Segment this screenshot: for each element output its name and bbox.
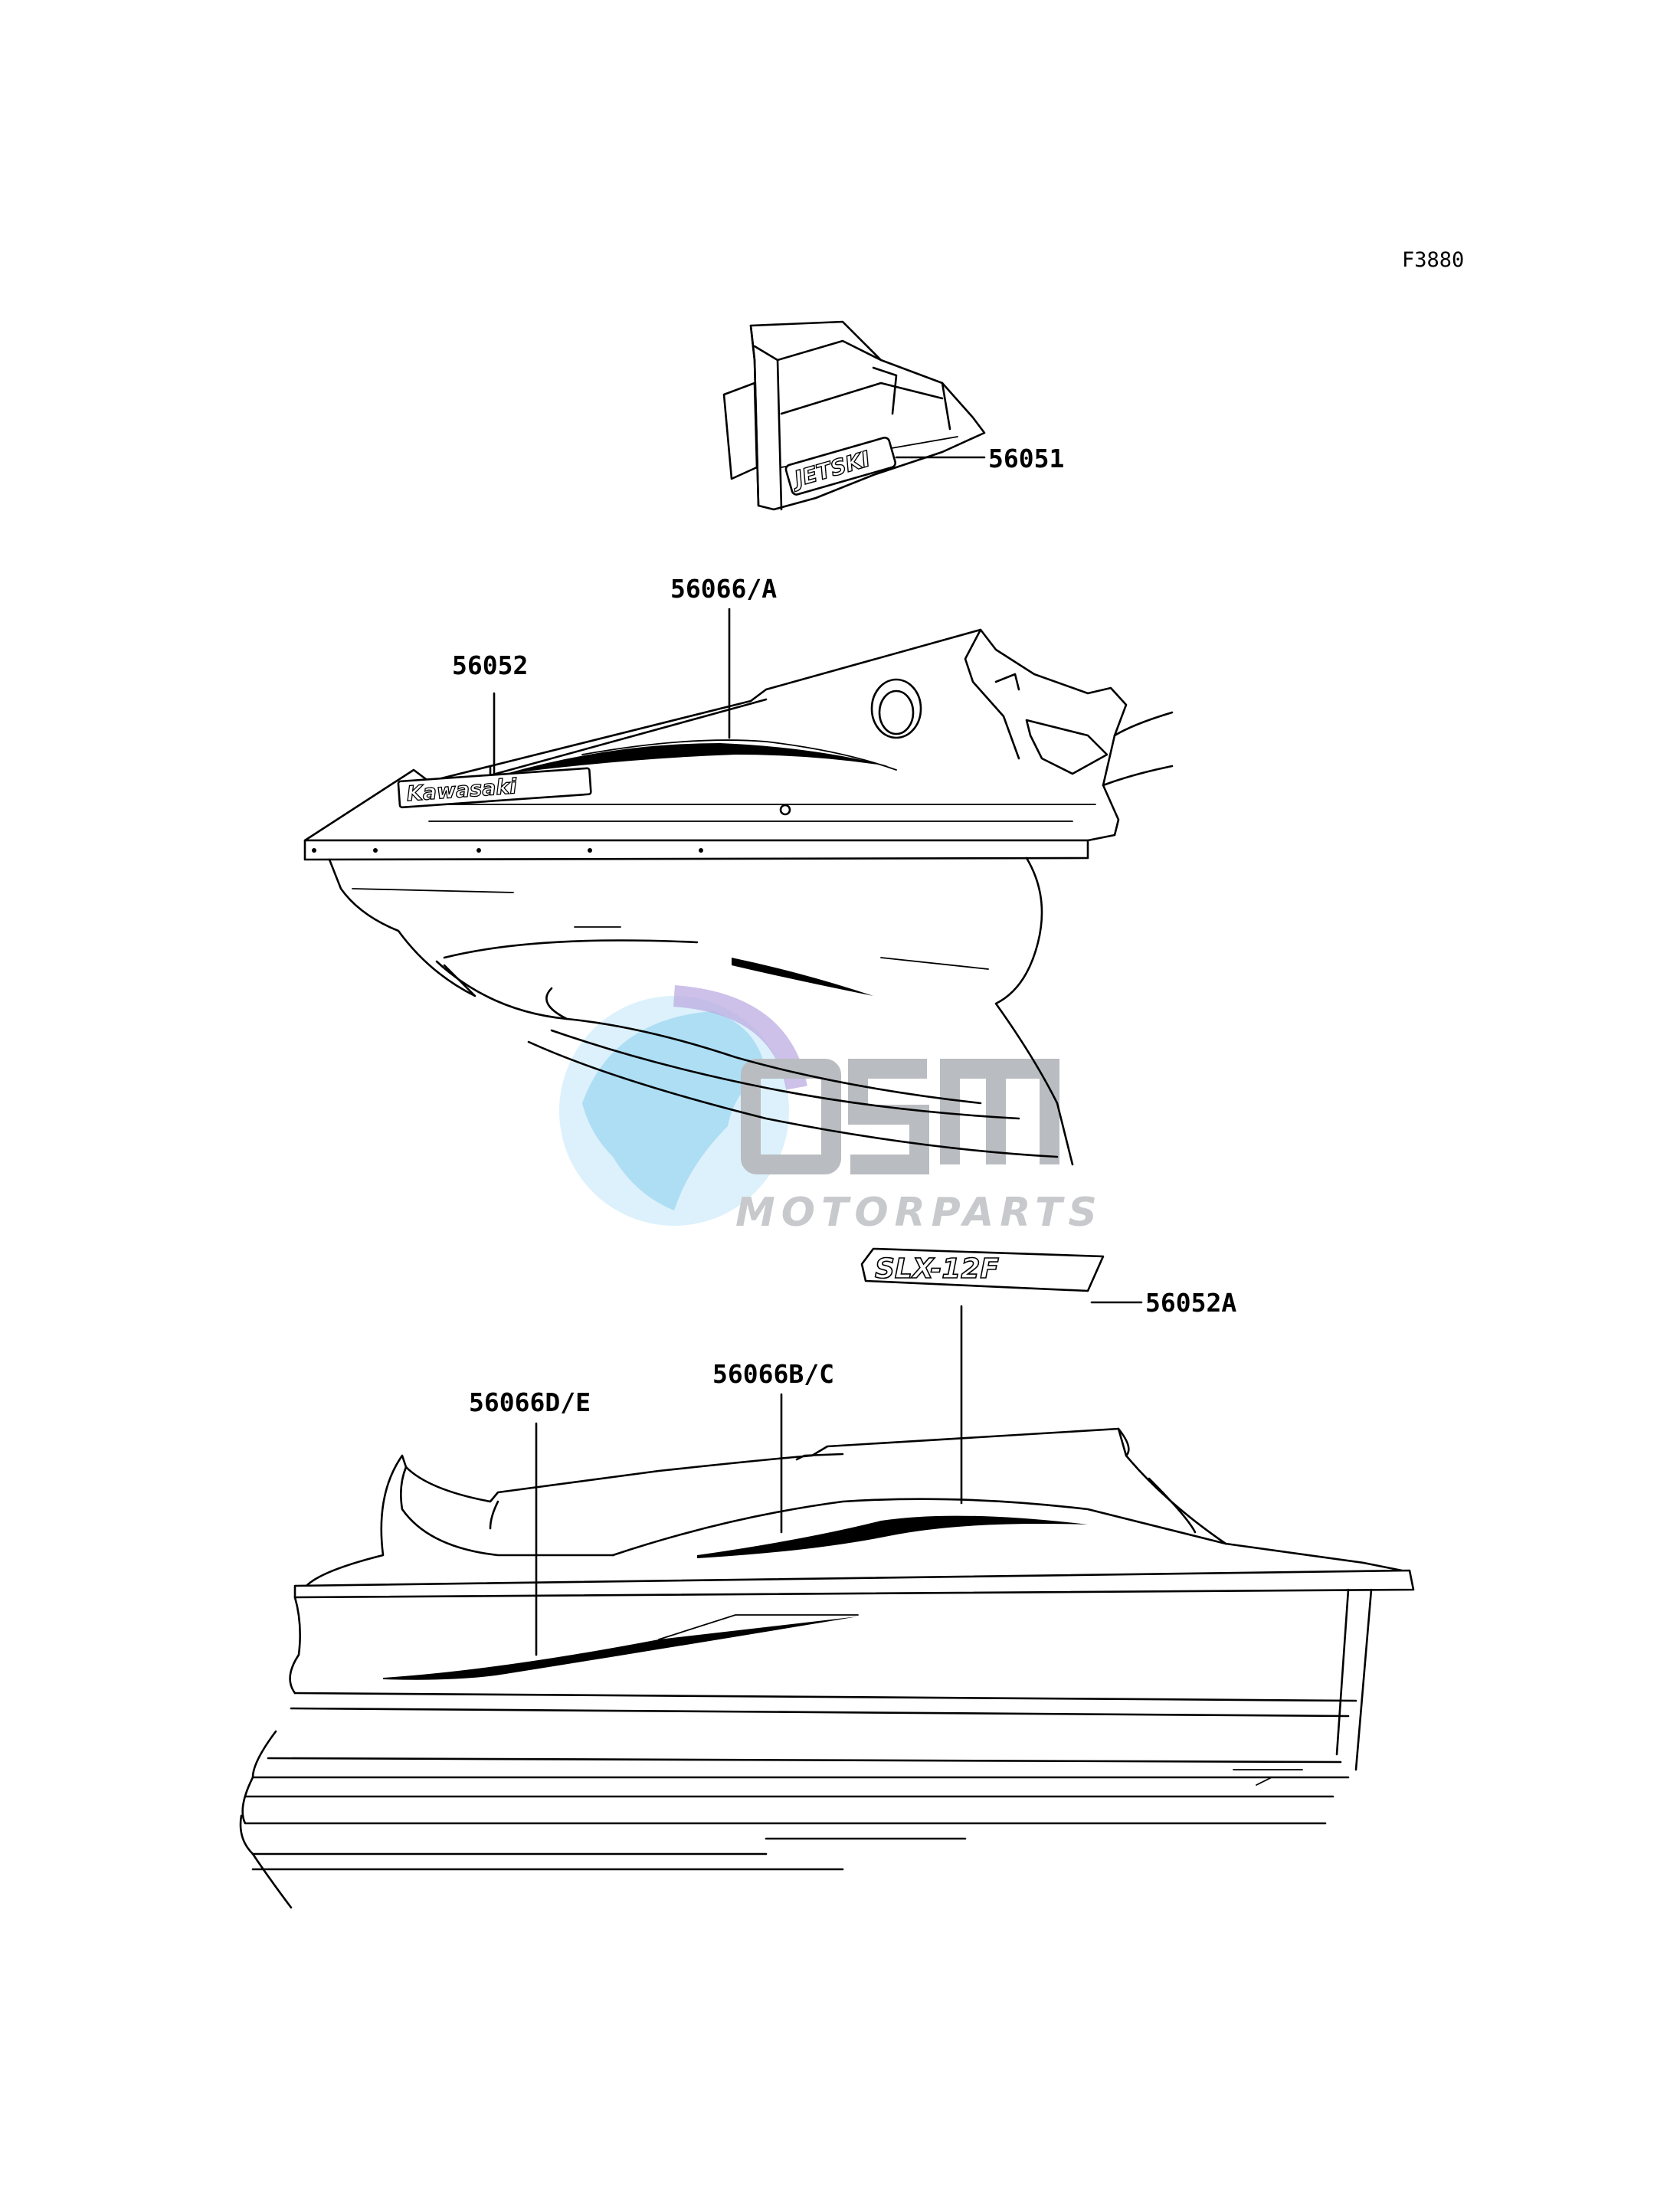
callout-56052a[interactable]: 56052A — [1145, 1288, 1236, 1318]
watermark: MOTORPARTS — [559, 985, 1103, 1236]
slx12f-emblem: SLX-12F — [860, 1247, 1105, 1292]
figure-code: F3880 — [1402, 248, 1464, 272]
side-deck-illustration: Kawasaki — [303, 628, 1174, 1166]
hood-part-illustration: JETSKI — [722, 320, 986, 511]
callout-56066bc[interactable]: 56066B/C — [712, 1359, 834, 1389]
stripe-decal-56066a — [506, 743, 889, 774]
callout-56066a[interactable]: 56066/A — [670, 574, 777, 604]
kawasaki-decal: Kawasaki — [397, 767, 592, 809]
callout-56052[interactable]: 56052 — [452, 650, 528, 680]
rail-rivets — [312, 848, 703, 853]
watermark-tagline: MOTORPARTS — [735, 1190, 1103, 1236]
stripe-decal-56066de — [383, 1616, 858, 1680]
callout-56066de[interactable]: 56066D/E — [469, 1387, 591, 1417]
rear-hull-illustration — [239, 1427, 1415, 1909]
callout-56051[interactable]: 56051 — [988, 444, 1064, 473]
stripe-decal-56066bc — [697, 1515, 1088, 1558]
slx12f-emblem-text: SLX-12F — [875, 1253, 999, 1285]
